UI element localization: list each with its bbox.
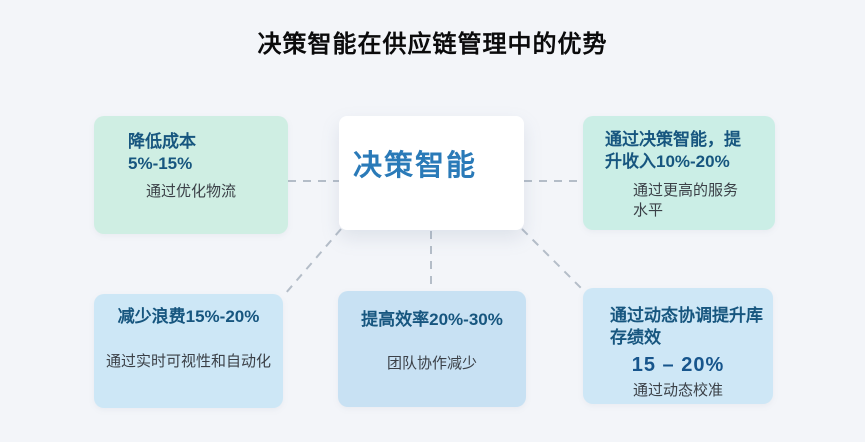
node-inventory-performance: 通过动态协调提升库存绩效 15 – 20% 通过动态校准 (583, 288, 773, 404)
node-inventory-subtitle: 通过动态校准 (632, 381, 723, 399)
node-cost-subtitle: 通过优化物流 (145, 182, 236, 200)
node-inventory-title: 通过动态协调提升库存绩效 (610, 306, 763, 348)
node-waste-subtitle: 通过实时可视性和自动化 (105, 353, 271, 371)
node-revenue-title: 通过决策智能，提升收入10%-20% (605, 130, 741, 172)
connector-center-to-inventory (521, 228, 586, 293)
node-waste-reduction: 减少浪费15%-20% 通过实时可视性和自动化 (94, 294, 283, 408)
node-cost-reduction: 降低成本5%-15% 通过优化物流 (94, 116, 288, 234)
page-title: 决策智能在供应链管理中的优势 (257, 31, 608, 58)
node-revenue-subtitle: 通过更高的服务水平 (633, 181, 739, 220)
node-cost-title: 降低成本5%-15% (128, 132, 196, 174)
node-efficiency-gain: 提高效率20%-30% 团队协作减少 (338, 291, 526, 407)
center-node-decision-intelligence: 决策智能 (339, 116, 524, 230)
connector-center-to-waste (284, 228, 342, 295)
node-efficiency-title: 提高效率20%-30% (361, 310, 503, 329)
node-inventory-highlight-value: 15 – 20% (631, 353, 725, 376)
node-efficiency-subtitle: 团队协作减少 (386, 355, 477, 373)
node-revenue-increase: 通过决策智能，提升收入10%-20% 通过更高的服务水平 (583, 116, 775, 230)
center-node-label: 决策智能 (353, 150, 478, 182)
node-waste-title: 减少浪费15%-20% (117, 307, 260, 326)
